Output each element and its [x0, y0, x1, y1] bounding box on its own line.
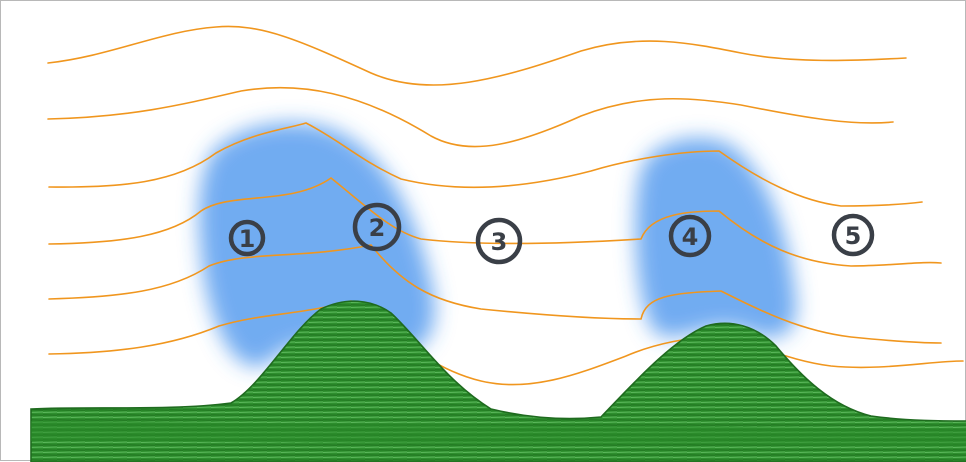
streamline-6 [48, 300, 964, 386]
terrain [30, 300, 966, 462]
marker-circle [475, 217, 523, 265]
streamline-1 [47, 25, 907, 86]
markers: 1 2 3 4 5 [228, 202, 875, 265]
marker-circle [352, 202, 402, 252]
marker-label: 2 [369, 214, 386, 242]
marker-5: 5 [831, 213, 875, 257]
ground-strip [31, 421, 966, 446]
marker-label: 5 [845, 222, 862, 250]
marker-1: 1 [228, 219, 266, 257]
streamline-2 [47, 86, 894, 148]
marker-label: 3 [491, 228, 508, 256]
marker-2: 2 [352, 202, 402, 252]
marker-4: 4 [668, 214, 712, 258]
marker-label: 4 [682, 223, 699, 251]
marker-circle [228, 219, 266, 257]
marker-circle [668, 214, 712, 258]
hill-left [30, 300, 966, 462]
marker-3: 3 [475, 217, 523, 265]
streamline-3 [48, 122, 923, 207]
cloud-region-right [635, 137, 797, 338]
streamlines [47, 25, 964, 386]
streamline-5 [48, 244, 942, 344]
streamline-4 [48, 177, 942, 267]
marker-label: 1 [239, 225, 256, 253]
marker-circle [831, 213, 875, 257]
